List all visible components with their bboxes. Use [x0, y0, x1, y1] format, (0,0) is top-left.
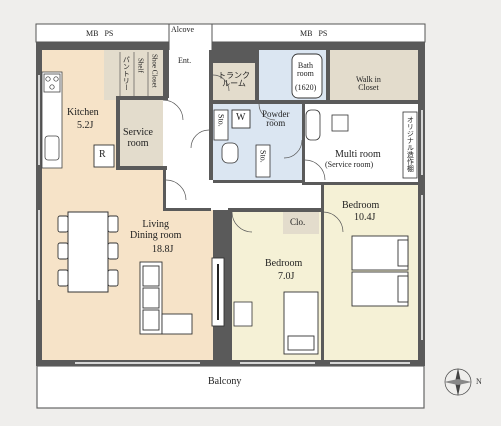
alcove-label: Alcove — [171, 25, 195, 34]
bedroom-a-size-label: 10.4J — [354, 212, 376, 223]
walk-in-closet-floor — [330, 50, 418, 102]
washer — [231, 109, 251, 129]
dining-chairs — [57, 215, 119, 287]
hall-floor — [163, 96, 213, 210]
basin — [305, 109, 321, 141]
service-room-label: Service room — [123, 127, 153, 149]
storage-2-label: Sto. — [258, 150, 268, 163]
refrigerator — [93, 144, 115, 168]
closet-floor — [283, 212, 319, 234]
door-swings — [162, 74, 344, 233]
toilet-1 — [221, 142, 239, 164]
kitchen-sink — [44, 135, 60, 161]
compass-icon — [444, 368, 472, 396]
bath-room-label: Bath room — [297, 61, 314, 79]
multi-room-sub-label: (Service room) — [325, 160, 374, 169]
sofa — [139, 261, 193, 335]
bath-size-label: (1620) — [295, 83, 317, 92]
balcony-label: Balcony — [208, 376, 242, 387]
multi-room-shelf — [402, 111, 418, 179]
multi-room-desk — [331, 114, 349, 132]
storage-1 — [213, 109, 229, 141]
bedroom-b-label: Bedroom — [265, 258, 303, 269]
powder-room-label: Powder room — [262, 109, 290, 129]
bedroom-b-bed — [283, 291, 319, 355]
living-dining-size-label: 18.8J — [152, 244, 174, 255]
mb-ps-left-label: MB PS — [86, 29, 114, 38]
bedroom-b-size-label: 7.0J — [278, 271, 295, 282]
original-shelf-label: オリジナル造作棚 — [406, 116, 415, 172]
entry-floor — [169, 50, 212, 96]
shoe-closet-label: Shoe Closet — [150, 54, 159, 88]
bedroom-a-beds — [351, 235, 409, 307]
walk-in-closet-label: Walk in Closet — [356, 75, 381, 93]
storage-1-label: Sto. — [216, 114, 226, 127]
mb-ps-right-label: MB PS — [300, 29, 328, 38]
windows-side — [38, 75, 423, 340]
storage-2 — [255, 144, 271, 178]
interior-walls — [116, 50, 418, 360]
bedroom-b-desk — [233, 301, 253, 327]
refrigerator-label: R — [99, 149, 106, 160]
shelf-label: Shelf — [136, 58, 145, 73]
closet-label: Clo. — [290, 217, 306, 227]
bathtub — [291, 53, 323, 99]
bedroom-a-label: Bedroom — [342, 200, 380, 211]
kitchen-label: Kitchen — [67, 107, 99, 118]
multi-room-floor — [305, 104, 418, 182]
w-label: W — [236, 112, 246, 123]
balcony-area — [36, 365, 425, 409]
dining-table — [67, 211, 109, 293]
svg-text:N: N — [476, 377, 482, 386]
service-room-floor — [120, 100, 163, 170]
ent-label: Ent. — [178, 56, 192, 65]
living-dining-label: Living Dining room — [130, 219, 182, 241]
stove — [43, 73, 61, 93]
multi-room-label: Multi room — [335, 149, 381, 160]
trunk-room-label: トランク ルーム — [218, 71, 250, 89]
kitchen-size-label: 5.2J — [77, 120, 94, 131]
pantry-label: パントリー — [122, 56, 131, 91]
trunk-room-floor — [213, 63, 257, 101]
